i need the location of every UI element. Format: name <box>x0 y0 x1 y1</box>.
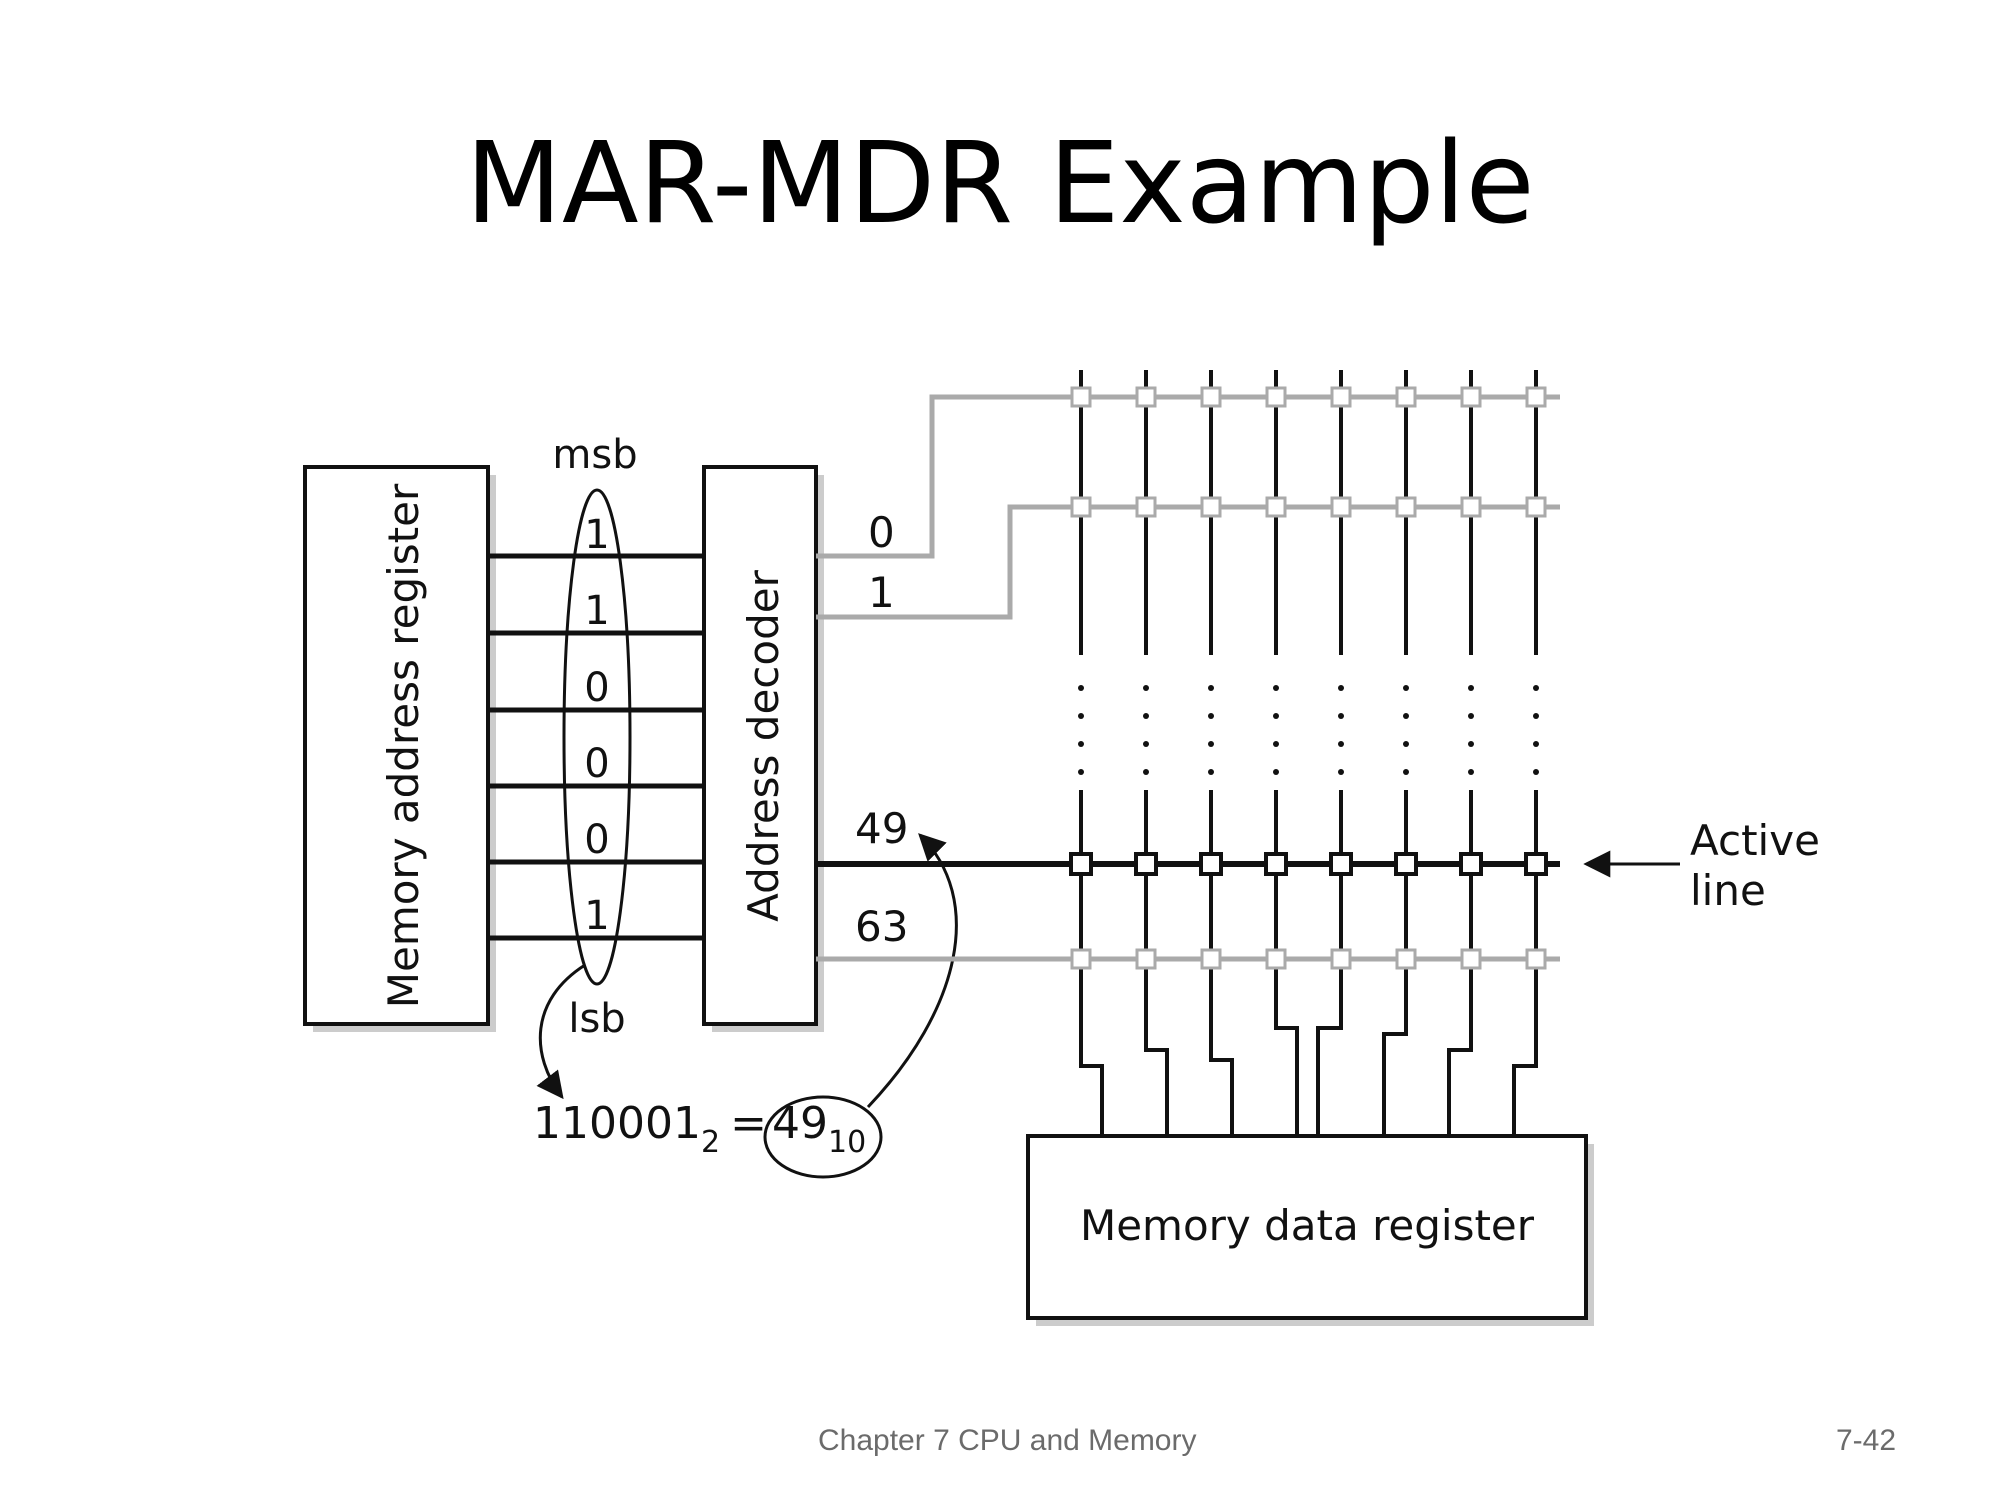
output-label-63: 63 <box>855 902 908 951</box>
binary-value: 110001 <box>533 1098 701 1149</box>
decimal-value: 49 <box>772 1098 828 1149</box>
bit-value: 1 <box>584 512 609 558</box>
bit-value: 1 <box>584 588 609 634</box>
bit-value: 0 <box>584 817 609 863</box>
equals-sign: = <box>730 1098 767 1149</box>
decoder-box: Address decoder <box>702 465 824 1032</box>
binary-base: 2 <box>701 1125 720 1160</box>
footer-chapter: Chapter 7 CPU and Memory <box>818 1424 1197 1457</box>
msb-label: msb <box>552 432 637 478</box>
bit-value: 1 <box>584 893 609 939</box>
decimal-to-line-arrow <box>866 833 958 1109</box>
decimal-ellipse <box>763 1095 883 1179</box>
slide-title: MAR-MDR Example <box>465 119 1535 249</box>
mdr-box: Memory data register <box>1026 1134 1594 1326</box>
active-line-label: Active line <box>1690 816 1833 915</box>
bit-lines <box>488 553 704 941</box>
inactive-word-lines <box>816 394 1560 962</box>
mdr-label: Memory data register <box>1080 1201 1535 1250</box>
active-line-label-line2: line <box>1690 866 1766 915</box>
footer-page-number: 7-42 <box>1836 1424 1897 1457</box>
ellipsis-dots <box>1078 685 1539 775</box>
column-lines-bottom <box>1079 790 1538 1136</box>
mar-label: Memory address register <box>379 483 428 1008</box>
active-line-label-line1: Active <box>1690 816 1820 865</box>
bit-value: 0 <box>584 741 609 787</box>
decoder-output-labels: 0 1 49 63 <box>855 508 908 951</box>
lsb-label: lsb <box>568 996 625 1042</box>
mar-box: Memory address register <box>303 465 496 1032</box>
lsb-arrow <box>536 963 586 1100</box>
output-label-0: 0 <box>868 508 895 557</box>
svg-text:4910: 4910 <box>772 1098 866 1160</box>
conversion-equation: 1100012 = 4910 <box>533 1095 883 1179</box>
bit-values: 1 1 0 0 0 1 <box>584 512 609 939</box>
svg-text:1100012=: 1100012 = <box>533 1098 767 1160</box>
output-label-1: 1 <box>868 568 895 617</box>
memory-cells-inactive <box>1070 386 1547 970</box>
decoder-label: Address decoder <box>739 569 788 921</box>
bit-value: 0 <box>584 665 609 711</box>
bits-ellipse <box>562 488 632 986</box>
decimal-base: 10 <box>828 1125 866 1160</box>
output-label-49: 49 <box>855 804 908 853</box>
memory-cells-active <box>1069 852 1548 876</box>
